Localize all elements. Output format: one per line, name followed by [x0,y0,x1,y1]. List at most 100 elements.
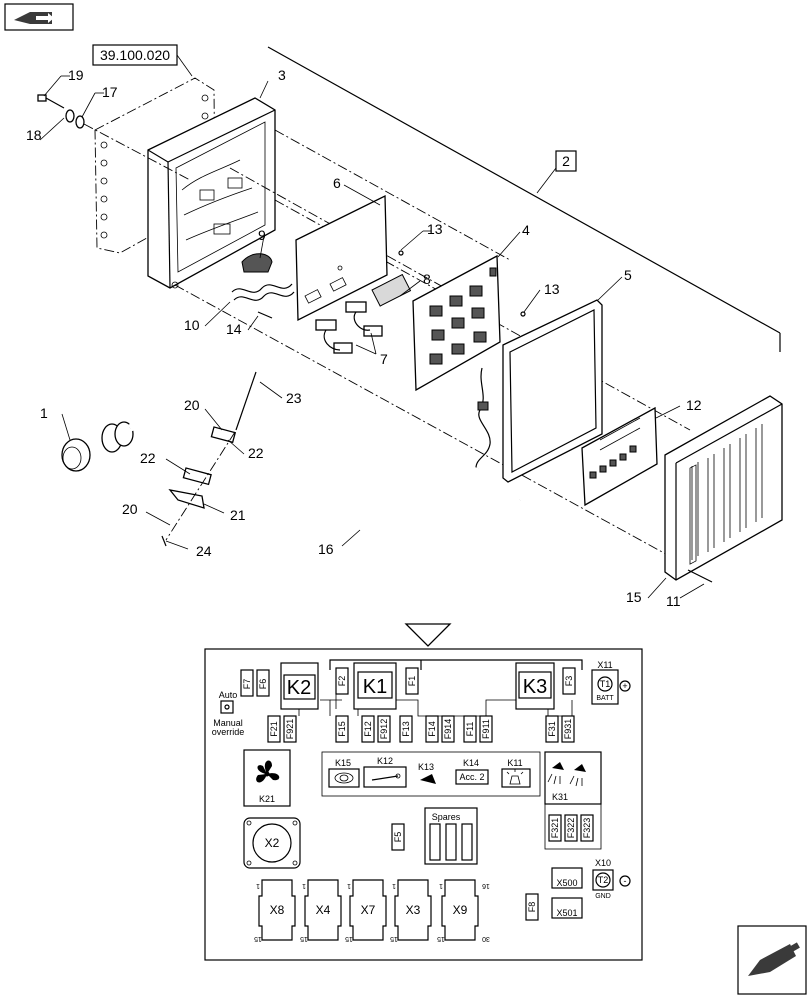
svg-text:X2: X2 [265,836,280,850]
svg-text:15: 15 [390,935,398,942]
connector-x3: X3 1 15 [390,879,432,942]
nav-back-icon[interactable] [4,3,74,31]
reference-leader [176,54,193,77]
clip-22a [210,426,237,444]
spares-block: Spares [424,807,478,865]
detail-arrow-inner [420,497,522,627]
svg-text:X4: X4 [316,903,331,917]
reference-number: 39.100.020 [100,47,170,63]
connector-x7: X7 1 15 [345,879,387,942]
svg-text:K31: K31 [552,792,568,802]
svg-text:F921: F921 [285,719,295,740]
callout-13a: 13 [427,221,443,237]
fuse-f2 [335,667,349,695]
svg-text:K14: K14 [463,758,479,768]
svg-text:F323: F323 [582,818,592,839]
svg-text:F31: F31 [547,721,557,737]
cable-16-inner [128,418,482,552]
group-outline-top [267,46,781,334]
group-number: 2 [562,153,570,169]
svg-text:Acc. 2: Acc. 2 [459,772,484,782]
callout-15: 15 [626,589,642,605]
svg-text:X500: X500 [556,878,577,888]
screw-24 [161,535,167,547]
wire-lead [475,367,491,469]
fan-icon [256,760,280,783]
gasket-5 [502,299,603,483]
back-plate [94,77,216,254]
callout-4: 4 [522,222,530,238]
svg-text:F3: F3 [564,676,574,687]
screw-13a [398,250,404,256]
fuse-f1 [405,667,419,695]
connector-x4: X4 1 15 [300,879,342,942]
svg-text:F2: F2 [337,676,347,687]
svg-text:16: 16 [482,882,490,889]
svg-text:1: 1 [439,882,443,889]
svg-text:F914: F914 [443,719,453,740]
callout-20a: 20 [184,397,200,413]
svg-text:Spares: Spares [432,812,461,822]
svg-text:1: 1 [347,882,351,889]
callout-24: 24 [196,543,212,559]
callout-16: 16 [318,541,334,557]
svg-text:F6: F6 [258,679,268,690]
callout-22a: 22 [248,445,264,461]
reference-box[interactable]: 39.100.020 [92,44,178,66]
callout-9: 9 [258,227,266,243]
svg-text:15: 15 [300,935,308,942]
group-box[interactable]: 2 [555,150,577,172]
svg-text:X7: X7 [361,903,376,917]
relay-k21 [243,749,291,807]
washer-18 [65,109,75,123]
callout-11: 11 [666,593,681,609]
housing-box [147,97,276,289]
clamp-21 [168,489,205,509]
harness-7 [315,301,383,354]
callout-labels: 3 19 17 18 6 9 13 8 4 13 5 12 10 14 7 23… [26,67,702,609]
cover-8 [371,273,412,307]
svg-text:T1: T1 [600,679,611,689]
svg-text:F911: F911 [481,719,491,739]
svg-text:-: - [624,876,627,886]
callout-19: 19 [68,67,84,83]
callout-22b: 22 [140,450,156,466]
washer-17 [75,115,85,129]
nav-next-icon[interactable] [737,925,807,995]
label-sticker-12 [581,406,658,507]
svg-text:K2: K2 [287,677,311,699]
svg-text:K15: K15 [335,758,351,768]
svg-text:K12: K12 [377,756,393,766]
svg-text:F322: F322 [566,818,576,839]
callout-14: 14 [226,321,242,337]
svg-text:F15: F15 [337,721,347,737]
axis-line-5 [229,167,471,303]
clamp-10-lower [233,291,295,301]
svg-text:F1: F1 [407,676,417,687]
axis-line-4 [174,284,696,571]
fuses-k3: F31 F931 [545,715,575,743]
svg-text:GND: GND [595,893,611,900]
relay-k11: K11 [501,758,531,788]
svg-text:30: 30 [482,935,490,942]
screw-11 [687,569,713,583]
callout-8: 8 [423,271,431,287]
svg-text:X501: X501 [556,908,577,918]
svg-text:K3: K3 [523,676,547,698]
fuse-panel: F7 F6 K2 F2 K1 F1 K3 F3 X11 T1 BATT + A [204,648,643,961]
axis-line-2 [274,129,511,261]
fuse-f8 [525,893,539,921]
callout-7: 7 [380,351,388,367]
cover-15 [664,395,783,581]
svg-text:F14: F14 [427,721,437,737]
svg-text:1: 1 [302,882,306,889]
callout-23: 23 [286,390,302,406]
detail-arrow-head [404,623,452,647]
callout-10: 10 [184,317,200,333]
connector-x2: X2 [243,817,301,869]
svg-text:F21: F21 [269,721,279,737]
svg-text:+: + [622,681,627,691]
callout-3: 3 [278,67,286,83]
svg-text:1: 1 [256,882,260,889]
